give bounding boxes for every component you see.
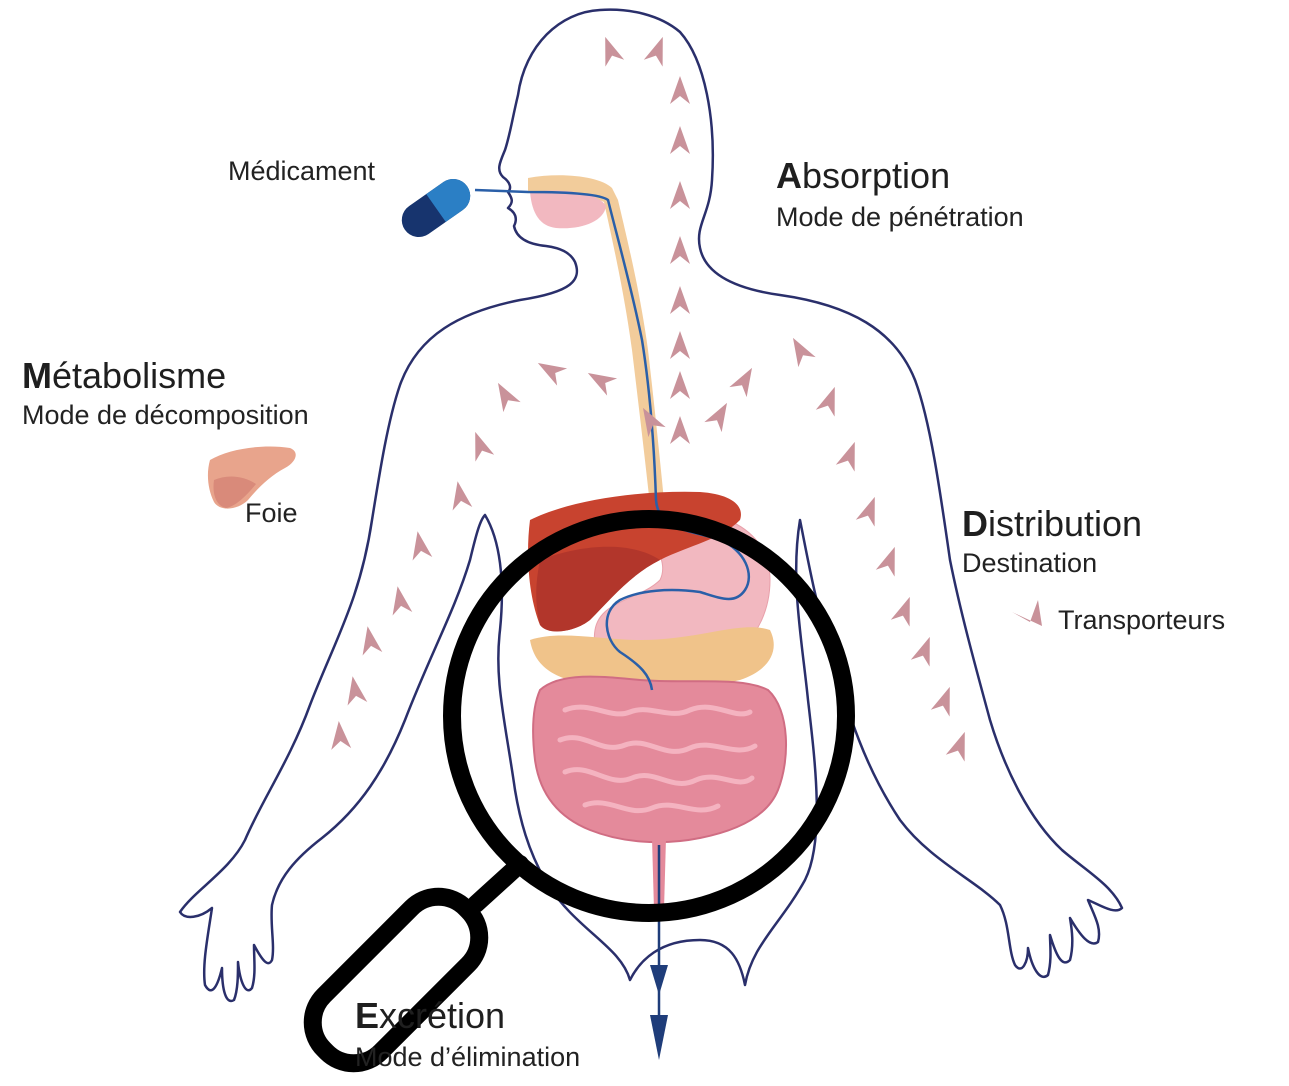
foie-label: Foie (245, 500, 298, 527)
transporter-chevron (670, 331, 690, 359)
transporter-chevron (466, 428, 494, 461)
transporter-chevron (388, 584, 413, 615)
distribution-initial: D (962, 503, 988, 544)
transporter-chevron (358, 624, 383, 655)
transporter-chevron (596, 33, 624, 66)
excretion-subtitle: Mode d’élimination (355, 1044, 580, 1071)
transporter-chevron (408, 529, 433, 560)
absorption-initial: A (776, 155, 802, 196)
excretion-arrowhead-1 (650, 965, 668, 995)
transporter-chevron (704, 398, 735, 432)
transporter-chevron (644, 33, 672, 66)
transporter-chevron (670, 126, 690, 154)
transporter-chevron (856, 493, 884, 526)
magnifier-neck (476, 864, 520, 904)
metabolisme-subtitle: Mode de décomposition (22, 402, 309, 429)
chevron-arrow-icon (1012, 600, 1042, 626)
transporter-chevron (583, 364, 617, 395)
excretion-title: Excrétion (355, 998, 505, 1034)
transporteurs-label: Transporteurs (1058, 607, 1225, 634)
transporter-chevron (670, 76, 690, 104)
transporter-chevron (911, 633, 939, 666)
excretion-rest: xcrétion (379, 995, 505, 1036)
transporter-chevron (448, 479, 473, 510)
transporter-chevron (729, 363, 760, 397)
transporter-chevron (343, 674, 368, 705)
transporter-chevron (931, 683, 959, 716)
transporter-chevron (670, 286, 690, 314)
distribution-title: Distribution (962, 506, 1142, 542)
transporter-chevron (876, 543, 904, 576)
transporter-chevron (670, 181, 690, 209)
metabolisme-rest: étabolisme (52, 355, 226, 396)
distribution-rest: istribution (988, 503, 1142, 544)
excretion-arrowhead-2 (650, 1015, 668, 1060)
intestines (533, 677, 786, 843)
transporter-chevron (329, 720, 351, 750)
capsule-icon (395, 172, 477, 243)
transporter-chevron (670, 416, 690, 444)
metabolisme-title: Métabolisme (22, 358, 226, 394)
transporter-chevron (891, 593, 919, 626)
medicament-label: Médicament (228, 158, 375, 185)
excretion-initial: E (355, 995, 379, 1036)
transporter-chevron (489, 378, 520, 412)
distribution-subtitle: Destination (962, 550, 1097, 577)
transporter-chevron (816, 383, 844, 416)
transporter-chevron (670, 236, 690, 264)
transporter-chevron (533, 354, 567, 385)
transporter-chevron (946, 728, 974, 761)
metabolisme-initial: M (22, 355, 52, 396)
absorption-rest: bsorption (802, 155, 950, 196)
absorption-title: Absorption (776, 158, 950, 194)
absorption-subtitle: Mode de pénétration (776, 204, 1024, 231)
transporter-chevron (670, 371, 690, 399)
transporter-chevron (836, 438, 864, 471)
transporter-chevron (784, 333, 815, 367)
